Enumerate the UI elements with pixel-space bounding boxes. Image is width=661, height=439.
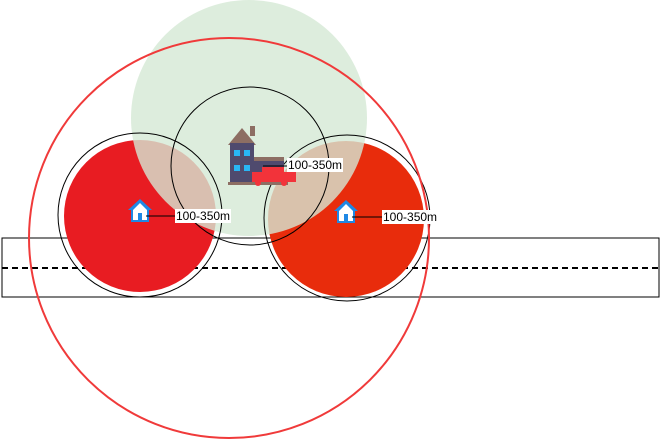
station-label-bg: [287, 158, 343, 172]
right-house-distance-label: 100-350m: [383, 210, 437, 224]
right-label-bg: [382, 210, 438, 224]
green-zone: [131, 0, 367, 236]
fire-truck-icon: [252, 167, 296, 186]
fire-station-distance-label: 100-350m: [288, 158, 342, 172]
left-house-distance-label: 100-350m: [176, 209, 230, 223]
outer-red-ring: [28, 37, 430, 439]
left-label-bg: [175, 209, 231, 223]
